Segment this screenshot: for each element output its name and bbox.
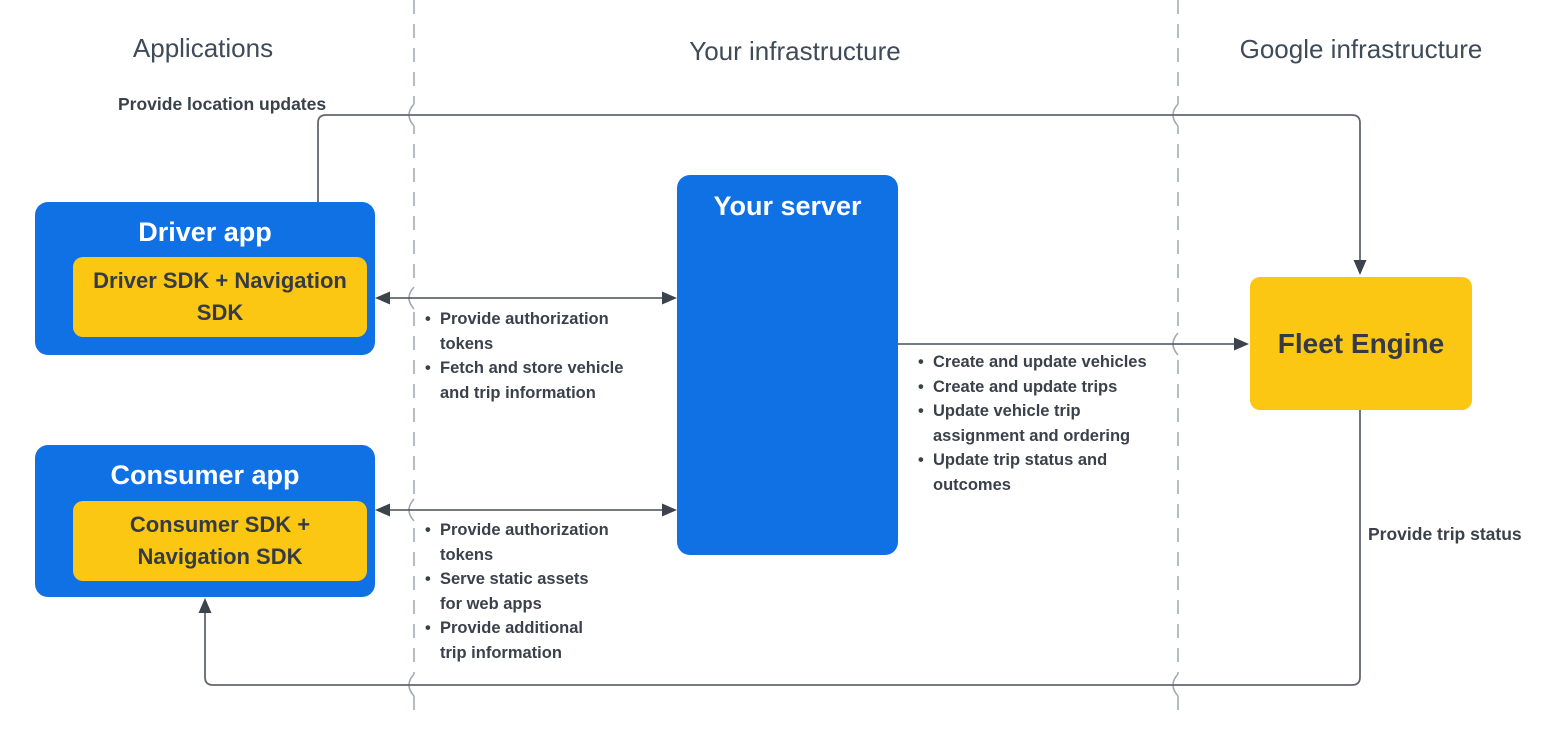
bullet-text: Provide authorization tokens — [440, 310, 609, 353]
bullet-dot: • — [918, 451, 924, 469]
bullet-text: Provide authorization tokens — [440, 521, 609, 564]
arrow-location-updates — [317, 114, 1361, 261]
bullet-item: • Provide authorization tokens — [425, 518, 645, 567]
driver-app-title: Driver app — [138, 217, 272, 247]
bullet-item: • Create and update trips — [918, 375, 1168, 400]
label-provide-location-updates: Provide location updates — [118, 94, 327, 114]
bullet-dot: • — [425, 570, 431, 588]
list-driver-server: • Provide authorization tokens • Fetch and … — [425, 307, 645, 405]
bullet-dot: • — [425, 619, 431, 637]
bullet-text: Update vehicle trip assignment and order… — [933, 402, 1131, 445]
bullet-text: Provide additional trip information — [440, 619, 584, 662]
arrowhead-driver-right — [662, 291, 677, 305]
arrowhead-server-fleet — [1234, 337, 1249, 351]
arrowhead-location-updates — [1353, 260, 1367, 275]
list-consumer-server: • Provide authorization tokens • Serve stat… — [425, 518, 645, 665]
list-server-fleet: • Create and update vehicles • Create and u… — [918, 350, 1168, 497]
node-driver-app: Driver app Driver SDK + Navigation SDK — [35, 202, 375, 355]
bullet-item: • Serve static assets for web apps — [425, 567, 645, 616]
bullet-item: • Fetch and store vehicle and trip inform… — [425, 356, 645, 405]
bullet-item: • Update trip status and outcomes — [918, 448, 1168, 497]
bullet-item: • Update vehicle trip assignment and orde… — [918, 399, 1168, 448]
column-header-your-infrastructure: Your infrastructure — [689, 36, 901, 66]
arrowhead-trip-status — [198, 598, 212, 613]
your-server-title: Your server — [713, 191, 862, 221]
bullet-item: • Provide authorization tokens — [425, 307, 645, 356]
arrow-trip-status — [204, 410, 1361, 686]
bullet-dot: • — [425, 521, 431, 539]
bullet-dot: • — [918, 353, 924, 371]
bullet-text: Serve static assets for web apps — [440, 570, 589, 613]
node-consumer-app: Consumer app Consumer SDK + Navigation S… — [35, 445, 375, 597]
column-header-applications: Applications — [132, 33, 274, 63]
bullet-item: • Provide additional trip information — [425, 616, 645, 665]
bullet-dot: • — [425, 310, 431, 328]
bullet-item: • Create and update vehicles — [918, 350, 1168, 375]
consumer-app-title: Consumer app — [110, 460, 300, 490]
bullet-text: Create and update vehicles — [933, 353, 1147, 371]
bullet-text: Create and update trips — [933, 377, 1118, 396]
arrowhead-driver-left — [375, 291, 390, 305]
label-provide-trip-status: Provide trip status — [1368, 524, 1522, 544]
node-your-server: Your server — [677, 175, 898, 555]
bullet-dot: • — [918, 377, 924, 396]
arrowhead-consumer-left — [375, 503, 390, 517]
bullet-dot: • — [918, 402, 924, 420]
node-driver-sdk: Driver SDK + Navigation SDK — [73, 257, 367, 337]
node-consumer-sdk: Consumer SDK + Navigation SDK — [73, 501, 367, 581]
bullet-text: Fetch and store vehicle and trip informa… — [440, 359, 624, 402]
column-header-google-infrastructure: Google infrastructure — [1239, 34, 1483, 64]
bullet-text: Update trip status and outcomes — [933, 451, 1108, 494]
arrowhead-consumer-right — [662, 503, 677, 517]
bullet-dot: • — [425, 359, 431, 377]
node-fleet-engine: Fleet Engine — [1250, 277, 1472, 410]
